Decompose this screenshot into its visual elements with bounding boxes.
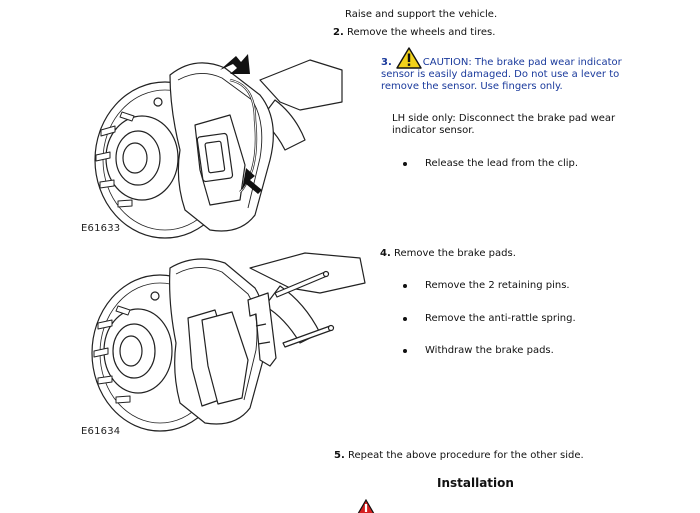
warning-triangle-icon <box>396 47 422 69</box>
caution-line-2: sensor is easily damaged. Do not use a l… <box>381 69 620 80</box>
step2-text: Remove the wheels and tires. <box>346 27 496 38</box>
danger-triangle-icon <box>357 499 375 513</box>
brake-pads-illustration-2 <box>91 252 366 432</box>
step2-number: 2. <box>333 27 344 38</box>
lh-bullet-text: Release the lead from the clip. <box>425 158 579 169</box>
bullet-dot <box>403 349 407 353</box>
step4-bullet-3: Withdraw the brake pads. <box>425 345 554 356</box>
step1-text: Raise and support the vehicle. <box>345 9 498 20</box>
lh-side-line-2: indicator sensor. <box>392 125 475 136</box>
brake-caliper-illustration-1 <box>94 54 343 239</box>
step4-text: Remove the brake pads. <box>393 248 516 259</box>
bullet-dot <box>403 162 407 166</box>
caution-line-3: remove the sensor. Use fingers only. <box>381 81 563 92</box>
step5-text: Repeat the above procedure for the other… <box>347 450 584 461</box>
step4: 4. Remove the brake pads. <box>380 248 516 260</box>
step2: 2. Remove the wheels and tires. <box>333 27 495 39</box>
caution-line-1: CAUTION: The brake pad wear indicator <box>422 57 622 68</box>
installation-heading: Installation <box>437 476 514 490</box>
step3-number: 3. <box>381 57 392 68</box>
step4-bullet-1: Remove the 2 retaining pins. <box>425 280 570 291</box>
bullet-dot <box>403 284 407 288</box>
step5: 5. Repeat the above procedure for the ot… <box>334 450 584 462</box>
figure-1-label: E61633 <box>81 223 121 234</box>
lh-side-line-1: LH side only: Disconnect the brake pad w… <box>392 113 616 124</box>
step3-caution: 3. CAUTION: The brake pad wear indicator… <box>381 47 651 93</box>
step4-bullet-2: Remove the anti-rattle spring. <box>425 313 576 324</box>
figure-2-label: E61634 <box>81 426 121 437</box>
bullet-dot <box>403 317 407 321</box>
step5-number: 5. <box>334 450 345 461</box>
step4-number: 4. <box>380 248 391 259</box>
